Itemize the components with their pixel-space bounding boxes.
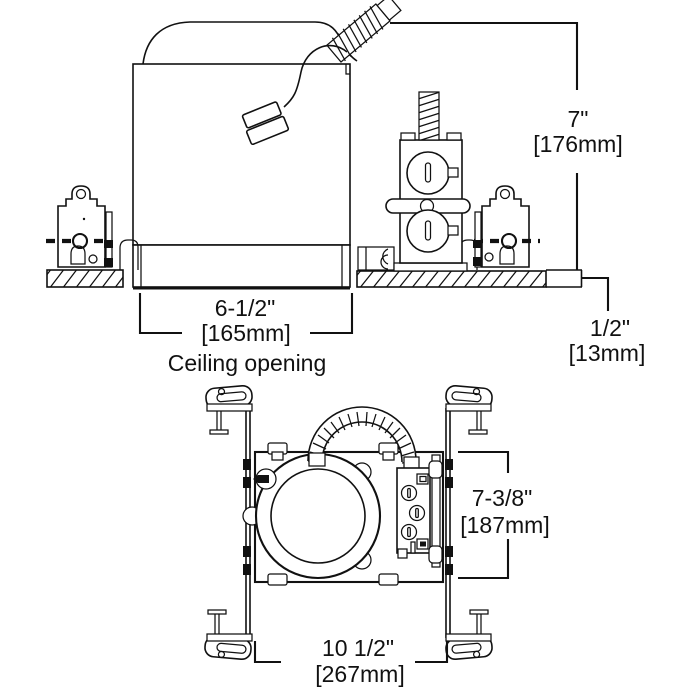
ceiling-thickness-mm-label: [13mm] — [569, 340, 646, 366]
hanger-bar-right — [445, 408, 453, 638]
romex-clamp — [357, 246, 395, 271]
junction-box-plan — [396, 454, 443, 568]
depth-mm-label: [187mm] — [460, 512, 549, 538]
can-corner-notch — [345, 64, 350, 75]
threaded-rod-icon — [418, 91, 440, 141]
supply-wire — [283, 44, 348, 108]
plan-view: 7-3/8" [187mm] 10 1/2" [267mm] — [204, 384, 550, 687]
height-inches-label: 7" — [568, 106, 589, 132]
dimension-depth: 7-3/8" [187mm] — [458, 450, 550, 580]
ceiling-opening-caption: Ceiling opening — [168, 350, 327, 376]
ceiling-board-left — [46, 269, 124, 288]
dimension-height: 7" [176mm] — [390, 21, 623, 270]
junction-box — [385, 91, 471, 272]
butterfly-bracket-top-left — [205, 384, 253, 435]
conduit-collar-left — [308, 452, 326, 467]
depth-inches-label: 7-3/8" — [472, 485, 533, 511]
can-opening — [242, 452, 382, 580]
wire-connector — [241, 101, 290, 146]
latch-detail — [253, 468, 277, 490]
opening-inches-label: 6-1/2" — [215, 295, 276, 321]
dimension-ceiling-opening: 6-1/2" [165mm] Ceiling opening — [138, 293, 354, 376]
butterfly-bracket-bottom-right — [445, 609, 493, 661]
nail-plate-left — [46, 185, 113, 268]
flex-conduit-arch — [307, 406, 420, 471]
knockout-top — [406, 151, 450, 195]
housing-dome — [142, 21, 358, 65]
side-view: 7" [176mm] 1/2" [13mm] 6-1/2" [165mm] Ce… — [46, 0, 646, 376]
dimension-ceiling-thickness: 1/2" [13mm] — [546, 269, 646, 366]
butterfly-bracket-top-right — [445, 384, 493, 435]
ceiling-thickness-inches-label: 1/2" — [590, 315, 630, 341]
trim-spring-bracket-left — [119, 239, 139, 270]
flex-conduit-icon — [325, 0, 402, 63]
nail-plate-right — [473, 185, 540, 268]
knockout-bottom — [406, 209, 450, 253]
housing-can — [132, 63, 351, 246]
frame-rail-right — [428, 454, 443, 568]
trim-band — [132, 244, 351, 290]
opening-mm-label: [165mm] — [201, 320, 290, 346]
butterfly-bracket-bottom-left — [204, 609, 253, 661]
width-mm-label: [267mm] — [315, 661, 404, 687]
height-mm-label: [176mm] — [533, 131, 622, 157]
ceiling-board-right — [356, 270, 547, 288]
width-inches-label: 10 1/2" — [322, 635, 394, 661]
dimension-width: 10 1/2" [267mm] — [253, 635, 449, 687]
